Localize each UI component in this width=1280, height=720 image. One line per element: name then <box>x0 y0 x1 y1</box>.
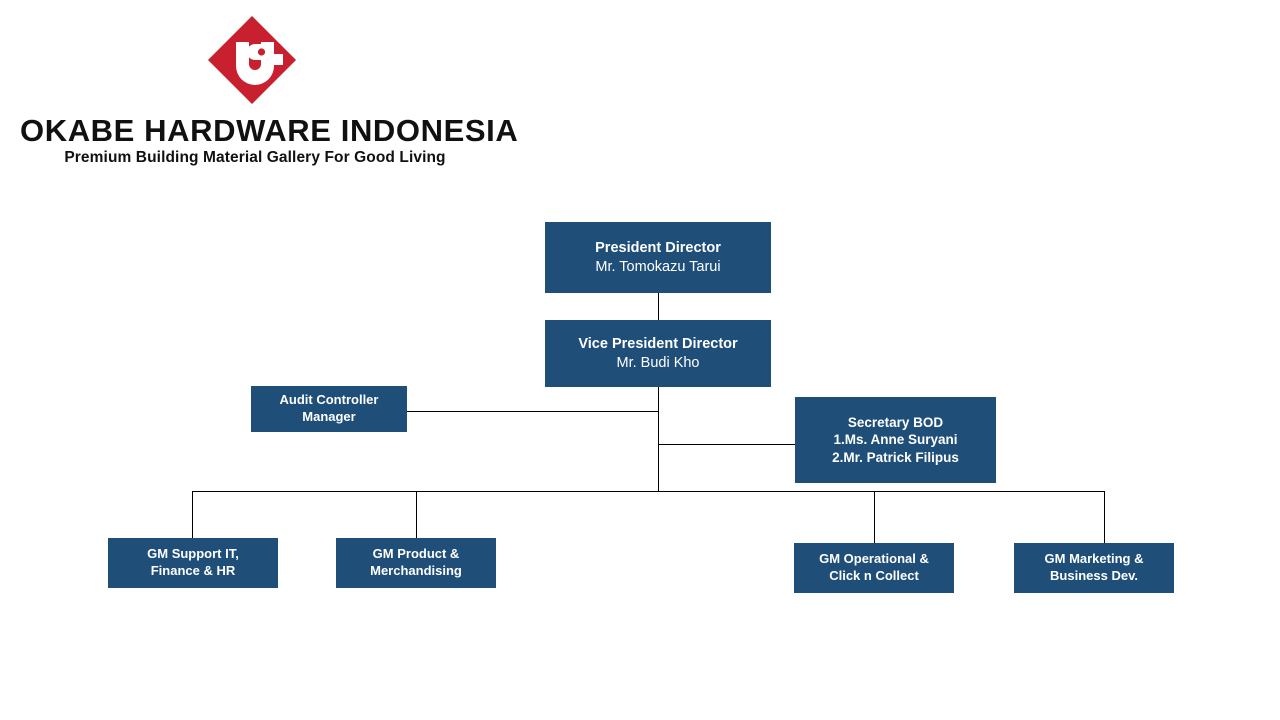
node-person-1: 1.Ms. Anne Suryani <box>833 432 958 448</box>
connector-gm-bus <box>192 490 1104 493</box>
company-logo: OKABE HARDWARE INDONESIA Premium Buildin… <box>20 14 519 169</box>
node-title: Secretary BOD <box>847 415 944 431</box>
node-gm-marketing-business-dev[interactable]: GM Marketing & Business Dev. <box>1014 543 1174 593</box>
node-vice-president-director[interactable]: Vice President Director Mr. Budi Kho <box>545 320 771 387</box>
company-tagline: Premium Building Material Gallery For Go… <box>64 149 446 166</box>
connector-drop-gm-support <box>191 491 194 538</box>
connector-drop-gm-operational <box>873 491 876 543</box>
node-title: GM Marketing & <box>1044 551 1144 567</box>
node-person: Mr. Budi Kho <box>616 354 700 371</box>
node-gm-operational-click-n-collect[interactable]: GM Operational & Click n Collect <box>794 543 954 593</box>
node-person: Mr. Tomokazu Tarui <box>595 258 721 275</box>
node-president-director[interactable]: President Director Mr. Tomokazu Tarui <box>545 222 771 293</box>
node-subtitle: Business Dev. <box>1050 568 1138 583</box>
node-title: GM Product & <box>372 546 460 562</box>
node-gm-support-it-finance-hr[interactable]: GM Support IT, Finance & HR <box>108 538 278 588</box>
node-subtitle: Finance & HR <box>150 563 236 578</box>
node-title: Audit Controller <box>279 392 379 408</box>
connector-drop-gm-product <box>415 491 418 538</box>
node-title: Vice President Director <box>578 335 738 352</box>
node-subtitle: Merchandising <box>370 563 462 578</box>
connector-president-to-vp <box>657 293 660 320</box>
company-name: OKABE HARDWARE INDONESIA <box>20 113 519 148</box>
connector-vp-to-secretary-bod <box>658 443 795 446</box>
connector-vp-trunk <box>657 387 660 492</box>
connector-drop-gm-marketing <box>1103 491 1106 543</box>
connector-vp-to-audit-controller <box>407 410 658 413</box>
node-subtitle: Click n Collect <box>829 568 919 583</box>
node-title: President Director <box>595 239 721 256</box>
node-title: GM Operational & <box>819 551 929 567</box>
okabe-diamond-logo-icon <box>206 14 298 106</box>
node-person-2: 2.Mr. Patrick Filipus <box>832 449 959 465</box>
node-audit-controller-manager[interactable]: Audit Controller Manager <box>251 386 407 432</box>
node-title: GM Support IT, <box>147 546 239 562</box>
node-gm-product-merchandising[interactable]: GM Product & Merchandising <box>336 538 496 588</box>
node-secretary-bod[interactable]: Secretary BOD 1.Ms. Anne Suryani 2.Mr. P… <box>795 397 996 483</box>
node-subtitle: Manager <box>302 409 356 424</box>
